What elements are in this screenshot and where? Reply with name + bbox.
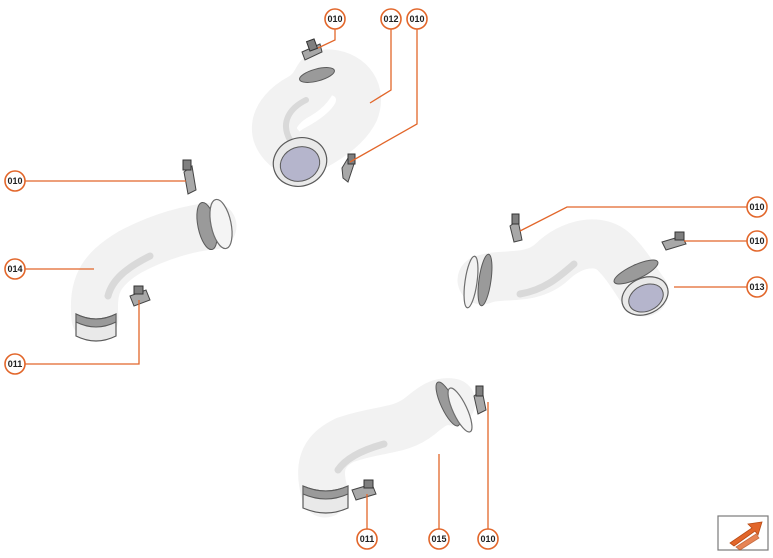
callout-label: 010 (749, 236, 764, 246)
callout-label: 014 (7, 264, 22, 274)
hose-clip-icon[interactable] (661, 231, 687, 251)
callout-label: 013 (749, 282, 764, 292)
hose-clip-icon[interactable] (473, 385, 487, 415)
navigation-button[interactable] (717, 515, 769, 551)
hose-clip-icon[interactable] (509, 213, 523, 243)
hose-015[interactable] (298, 378, 476, 518)
hose-012[interactable] (252, 49, 381, 194)
callout-011-bottom[interactable]: 011 (356, 528, 378, 550)
callout-011-left[interactable]: 011 (4, 353, 26, 375)
callout-label: 010 (327, 14, 342, 24)
orange-arrow-icon (729, 521, 763, 551)
callout-010-top-left[interactable]: 010 (324, 8, 346, 30)
callout-010-right-lower[interactable]: 010 (746, 230, 768, 252)
callout-label: 010 (7, 176, 22, 186)
callout-010-bottom[interactable]: 010 (477, 528, 499, 550)
callout-012[interactable]: 012 (380, 8, 402, 30)
callout-014[interactable]: 014 (4, 258, 26, 280)
callout-010-left[interactable]: 010 (4, 170, 26, 192)
callout-label: 010 (749, 202, 764, 212)
callout-label: 010 (409, 14, 424, 24)
callout-010-right-upper[interactable]: 010 (746, 196, 768, 218)
hose-clip-icon[interactable] (182, 159, 197, 195)
callout-label: 015 (431, 534, 446, 544)
hose-clip-icon[interactable] (301, 38, 323, 61)
callout-label: 012 (383, 14, 398, 24)
callout-015[interactable]: 015 (428, 528, 450, 550)
callout-label: 011 (360, 534, 375, 544)
callout-013[interactable]: 013 (746, 276, 768, 298)
hose-013[interactable] (457, 219, 674, 323)
hose-clip-icon[interactable] (129, 285, 151, 307)
leader-lines (25, 29, 748, 529)
hose-clip-icon[interactable] (351, 479, 377, 501)
hose-014[interactable] (70, 197, 237, 342)
callout-label: 010 (480, 534, 495, 544)
hose-clip-icon[interactable] (341, 153, 356, 183)
callout-label: 011 (8, 359, 23, 369)
callout-010-top-right[interactable]: 010 (406, 8, 428, 30)
